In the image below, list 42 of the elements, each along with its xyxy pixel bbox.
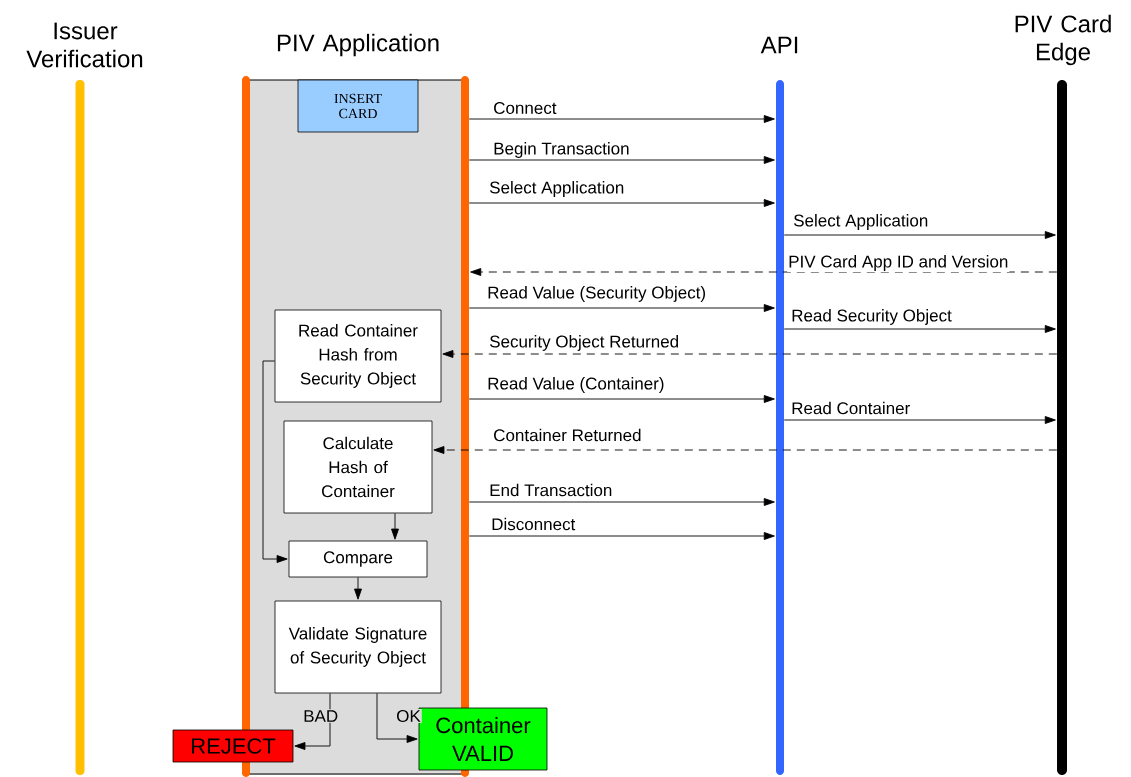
edge-label: Select Application <box>488 180 626 198</box>
edge-label: Read Value (Security Object) <box>486 285 708 303</box>
process-box: Read Container Hash from Security Object <box>274 309 442 403</box>
lifeline-header: PIV Application <box>277 33 439 57</box>
edge-label: End Transaction <box>488 482 614 498</box>
edge-label: Disconnect <box>490 516 577 532</box>
arrow <box>354 576 362 600</box>
arrow <box>468 156 775 164</box>
edge-label: Begin Transaction <box>492 141 631 159</box>
edge-label: Container Returned <box>492 427 643 443</box>
arrow <box>262 360 288 563</box>
arrow <box>294 692 331 750</box>
edge-label: Read Container <box>790 400 912 416</box>
arrow <box>470 268 1058 276</box>
arrow <box>783 231 1056 239</box>
arrow <box>468 532 775 540</box>
arrow <box>468 115 775 123</box>
arrow <box>391 512 399 540</box>
arrow <box>468 304 775 312</box>
process-box: Validate Signature of Security Object <box>274 600 442 694</box>
arrow <box>468 395 775 403</box>
edge-label: Connect <box>492 101 558 115</box>
lifeline-header: PIV Card Edge <box>1015 14 1111 66</box>
edge-label: Read Value (Container) <box>486 376 666 394</box>
arrow <box>783 416 1056 424</box>
arrow <box>376 692 418 743</box>
process-box: INSERT CARD <box>297 79 419 133</box>
arrow <box>442 350 1058 358</box>
arrow <box>468 498 775 506</box>
arrow <box>468 199 775 207</box>
process-box: Calculate Hash of Container <box>283 420 433 514</box>
process-box: Compare <box>288 540 428 578</box>
arrow <box>783 325 1056 333</box>
process-box: REJECT <box>172 729 294 763</box>
lifeline-header: Issuer Verification <box>26 22 143 68</box>
edge-label: Security Object Returned <box>488 334 681 352</box>
edge-label: BAD <box>302 709 340 723</box>
arrow <box>433 446 1058 454</box>
edge-label: PIV Card App ID and Version <box>787 254 1010 272</box>
edge-label: Read Security Object <box>790 308 953 326</box>
lifeline-header: API <box>760 36 798 54</box>
edge-label: Select Application <box>792 213 930 231</box>
